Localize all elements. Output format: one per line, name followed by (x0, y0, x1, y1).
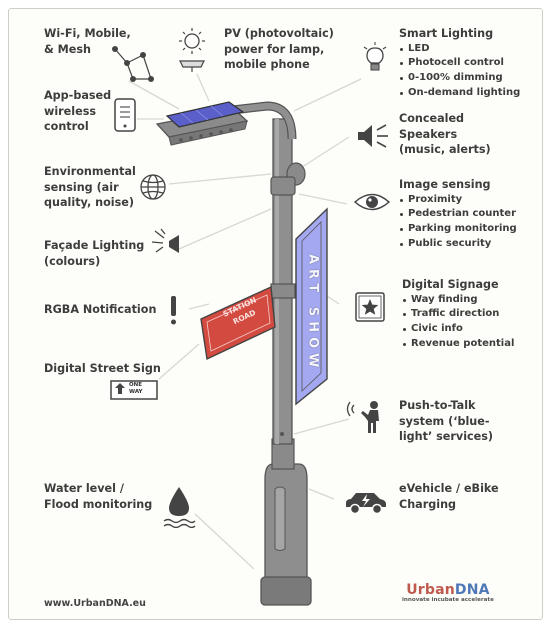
push-to-talk-label: Push-to-Talk system (‘blue- light’ servi… (399, 399, 494, 443)
logo-wordmark: UrbanDNA (406, 582, 490, 598)
lamp-head (155, 101, 249, 146)
art-show-text: ART SHOW (298, 230, 328, 396)
one-text: ONE (129, 382, 143, 388)
art-show-letters: ART SHOW (305, 253, 321, 374)
mesh-network-icon (112, 46, 154, 82)
light-bulb-icon (363, 42, 387, 71)
pv-power-label: PV (photovoltaic) power for lamp, mobile… (224, 27, 334, 71)
facade-lighting-label: Façade Lighting (colours) (44, 239, 145, 268)
image-sensing-list: Proximity Pedestrian counter Parking mon… (399, 193, 517, 252)
speakers-label: Concealed Speakers (music, alerts) (399, 112, 491, 156)
digital-signage-label: Digital Signage Way finding Traffic dire… (402, 277, 514, 352)
wifi-mesh-label: Wi-Fi, Mobile, & Mesh (44, 27, 131, 56)
speaker-icon (358, 124, 388, 148)
leader-lines (128, 73, 362, 570)
logo-tagline: innovate incubate accelerate (402, 597, 494, 603)
way-text: WAY (129, 388, 143, 395)
rgba-notification-label: RGBA Notification (44, 303, 157, 316)
globe-icon (140, 174, 166, 200)
electric-car-icon (346, 493, 386, 515)
ev-charging-label: eVehicle / eBike Charging (399, 482, 499, 511)
art-show-banner (295, 207, 328, 406)
facade-spotlight-icon (151, 228, 179, 253)
water-level-label: Water level / Flood monitoring (44, 482, 153, 511)
eye-icon (353, 193, 391, 211)
one-way-text: ONE WAY (129, 382, 143, 395)
smartphone-icon (114, 98, 136, 132)
exclamation-icon (171, 296, 176, 325)
environmental-sensing-label: Environmental sensing (air quality, nois… (44, 165, 136, 209)
digital-street-sign-label: Digital Street Sign (44, 362, 161, 375)
smart-lighting-list: LED Photocell control 0-100% dimming On-… (399, 42, 520, 101)
infographic-frame: ART SHOW STATION ROAD (8, 8, 543, 620)
urbandna-logo: UrbanDNA innovate incubate accelerate (402, 582, 494, 603)
pole (223, 101, 312, 606)
water-drop-icon (163, 487, 196, 528)
signage-star-icon (355, 292, 385, 322)
app-control-label: App-based wireless control (44, 89, 112, 133)
image-sensing-label: Image sensing Proximity Pedestrian count… (399, 177, 517, 252)
one-way-sign-icon (110, 380, 158, 400)
push-to-talk-person-icon (346, 401, 379, 433)
station-road-sign (200, 285, 276, 361)
smart-lighting-label: Smart Lighting LED Photocell control 0-1… (399, 26, 520, 101)
digital-signage-list: Way finding Traffic direction Civic info… (402, 293, 514, 352)
smart-pole-illustration (128, 73, 362, 606)
sun-panel-icon (179, 28, 205, 72)
footer-url[interactable]: www.UrbanDNA.eu (44, 598, 146, 609)
